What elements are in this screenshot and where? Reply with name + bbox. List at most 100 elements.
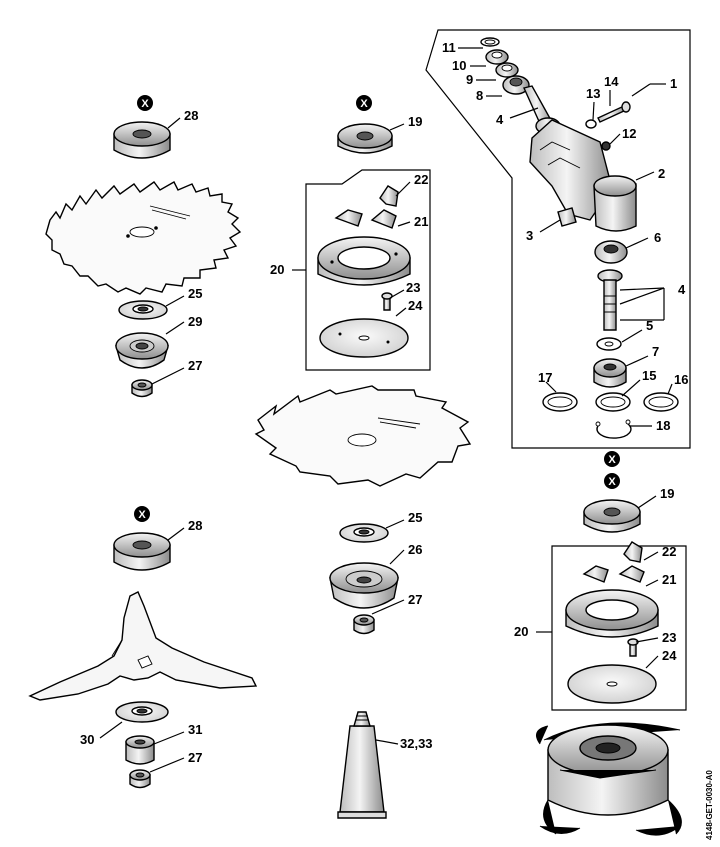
part-27-nut	[353, 614, 375, 635]
label-19: 19	[660, 486, 674, 501]
part-4-gear-shaft	[597, 269, 623, 331]
label-27: 27	[188, 750, 202, 765]
x-marker: X	[137, 95, 153, 111]
label-31: 31	[188, 722, 202, 737]
part-1-gear-housing	[529, 119, 613, 221]
part-17-ring	[542, 392, 578, 412]
label-7: 7	[652, 344, 659, 359]
svg-text:X: X	[608, 476, 616, 488]
part-26-thrust-sleeve	[329, 562, 399, 609]
label-15: 15	[642, 368, 656, 383]
leader-lines	[99, 47, 673, 773]
grass-cutting-blade	[28, 591, 258, 701]
part-11-circlip	[480, 37, 500, 47]
label-17: 17	[538, 370, 552, 385]
svg-text:X: X	[608, 454, 616, 466]
svg-text:X: X	[138, 509, 146, 521]
part-27-nut	[131, 379, 153, 398]
x-marker: X	[604, 451, 620, 467]
label-22: 22	[414, 172, 428, 187]
label-27: 27	[408, 592, 422, 607]
label-4: 4	[678, 282, 686, 297]
part-23-screw	[627, 638, 639, 657]
label-32-33: 32,33	[400, 736, 433, 751]
label-25: 25	[188, 286, 202, 301]
gear-head-frame	[425, 29, 691, 449]
part-23-screw	[381, 292, 393, 311]
part-19-thrust-plate	[337, 123, 393, 154]
part-22-cutters	[334, 185, 399, 229]
label-12: 12	[622, 126, 636, 141]
part-6-ball-bearing	[594, 240, 628, 264]
label-5: 5	[646, 318, 653, 333]
reference-code: 4148-GET-0030-A0	[705, 770, 714, 840]
part-7-ball-bearing	[593, 358, 627, 388]
label-8: 8	[476, 88, 483, 103]
label-22: 22	[662, 544, 676, 559]
part-30-thrust-washer	[115, 701, 169, 723]
label-3: 3	[526, 228, 533, 243]
mowing-head-assembly	[535, 722, 682, 836]
kit-20-box-center	[305, 169, 431, 371]
label-23: 23	[662, 630, 676, 645]
label-28: 28	[188, 518, 202, 533]
saw-blade	[45, 181, 242, 295]
part-15-ring	[595, 392, 631, 412]
part-32-33-grease-tube	[337, 711, 387, 819]
label-1: 1	[670, 76, 677, 91]
label-13: 13	[586, 86, 600, 101]
part-28-thrust-plate	[113, 532, 171, 571]
part-25-thrust-washer	[339, 523, 389, 543]
label-14: 14	[604, 74, 619, 89]
part-18-circlip	[595, 419, 632, 439]
part-21-mowing-head-body	[565, 589, 659, 638]
label-16: 16	[674, 372, 688, 387]
label-2: 2	[658, 166, 665, 181]
label-30: 30	[80, 732, 94, 747]
label-24: 24	[662, 648, 677, 663]
label-24: 24	[408, 298, 423, 313]
part-19-thrust-plate	[583, 499, 641, 533]
label-25: 25	[408, 510, 422, 525]
part-24-cover	[319, 318, 409, 358]
part-2-cap	[593, 175, 637, 232]
label-10: 10	[452, 58, 466, 73]
label-20: 20	[514, 624, 528, 639]
svg-text:X: X	[141, 98, 149, 110]
kit-20-box-right	[551, 545, 687, 711]
part-25-thrust-washer	[118, 300, 168, 320]
part-16-ring	[643, 392, 679, 412]
part-10-ring	[485, 49, 509, 65]
part-27-nut	[129, 769, 151, 789]
label-26: 26	[408, 542, 422, 557]
label-20: 20	[270, 262, 284, 277]
part-14-screw	[597, 101, 631, 123]
part-31-sleeve	[125, 735, 155, 765]
x-marker: X	[604, 473, 620, 489]
label-18: 18	[656, 418, 670, 433]
label-27: 27	[188, 358, 202, 373]
label-28: 28	[184, 108, 198, 123]
part-3-plug	[557, 207, 577, 227]
label-23: 23	[406, 280, 420, 295]
label-29: 29	[188, 314, 202, 329]
part-28-thrust-plate	[113, 121, 171, 159]
part-21-mowing-head-body	[317, 236, 411, 286]
part-22-cutters	[582, 541, 645, 583]
label-11: 11	[442, 40, 456, 55]
part-24-cover	[567, 664, 657, 704]
label-21: 21	[662, 572, 676, 587]
part-9-ring	[495, 62, 519, 78]
part-13-washer	[585, 119, 597, 129]
part-29-thrust-sleeve	[115, 332, 169, 369]
label-6: 6	[654, 230, 661, 245]
label-21: 21	[414, 214, 428, 229]
part-12-screw	[601, 141, 611, 151]
svg-text:X: X	[360, 98, 368, 110]
part-labels: 1 11 10 9 8 4 13 14 12 2 3 6 4 5 7 17 15…	[80, 40, 688, 765]
label-19: 19	[408, 114, 422, 129]
eight-tooth-blade	[254, 385, 472, 487]
x-marker: X	[356, 95, 372, 111]
label-4: 4	[496, 112, 504, 127]
